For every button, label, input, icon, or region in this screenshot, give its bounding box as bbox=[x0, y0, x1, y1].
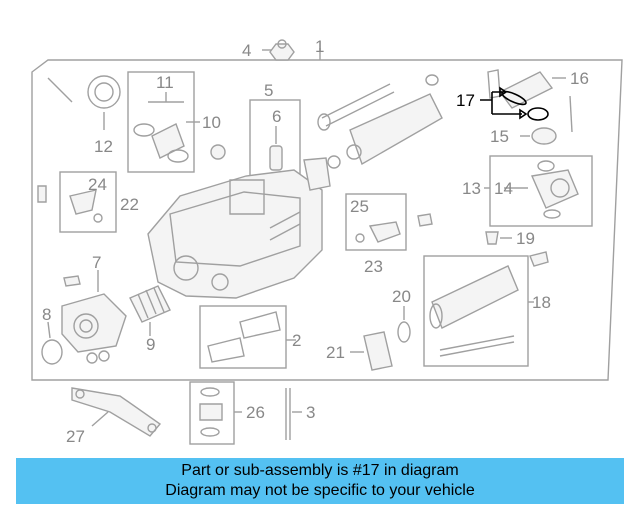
callout-27: 27 bbox=[66, 427, 85, 446]
box-14 bbox=[489, 155, 593, 227]
callout-19: 19 bbox=[516, 229, 535, 248]
box-2 bbox=[199, 305, 287, 369]
banner-line-2: Diagram may not be specific to your vehi… bbox=[165, 482, 475, 499]
callout-14: 14 bbox=[494, 179, 513, 198]
callout-23: 23 bbox=[364, 257, 383, 276]
callout-11: 11 bbox=[156, 73, 174, 92]
banner-line-1: Part or sub-assembly is #17 in diagram bbox=[181, 462, 459, 479]
callout-18: 18 bbox=[532, 293, 551, 312]
callout-15: 15 bbox=[490, 127, 509, 146]
o-ring-17a bbox=[501, 90, 527, 106]
callout-3: 3 bbox=[306, 403, 315, 422]
callout-12: 12 bbox=[94, 137, 113, 156]
supercharger-housing bbox=[147, 169, 323, 299]
callout-13: 13 bbox=[462, 179, 481, 198]
leader-line-17 bbox=[480, 91, 522, 115]
callout-4: 4 bbox=[242, 41, 251, 60]
o-ring-17b bbox=[527, 107, 549, 121]
box-24 bbox=[59, 171, 117, 233]
callout-2: 2 bbox=[292, 331, 301, 350]
callout-7: 7 bbox=[92, 253, 101, 272]
callout-26: 26 bbox=[246, 403, 265, 422]
callout-8: 8 bbox=[42, 305, 51, 324]
info-banner: Part or sub-assembly is #17 in diagram D… bbox=[16, 458, 624, 504]
box-25 bbox=[345, 193, 407, 251]
callout-9: 9 bbox=[146, 335, 155, 354]
callout-24: 24 bbox=[88, 175, 107, 194]
callout-17: 17 bbox=[456, 91, 475, 110]
box-26 bbox=[189, 381, 235, 445]
callout-20: 20 bbox=[392, 287, 411, 306]
callout-25: 25 bbox=[350, 197, 369, 216]
callout-10: 10 bbox=[202, 113, 221, 132]
callout-1: 1 bbox=[315, 37, 324, 56]
callout-6: 6 bbox=[272, 107, 281, 126]
callout-16: 16 bbox=[570, 69, 589, 88]
callout-5: 5 bbox=[264, 81, 273, 100]
box-18 bbox=[423, 255, 529, 367]
callout-22: 22 bbox=[120, 195, 139, 214]
main-assembly-frame bbox=[31, 59, 623, 381]
callout-21: 21 bbox=[326, 343, 345, 362]
parts-diagram: 1 2 3 4 5 6 7 8 9 10 11 12 13 14 15 16 1… bbox=[31, 37, 623, 446]
